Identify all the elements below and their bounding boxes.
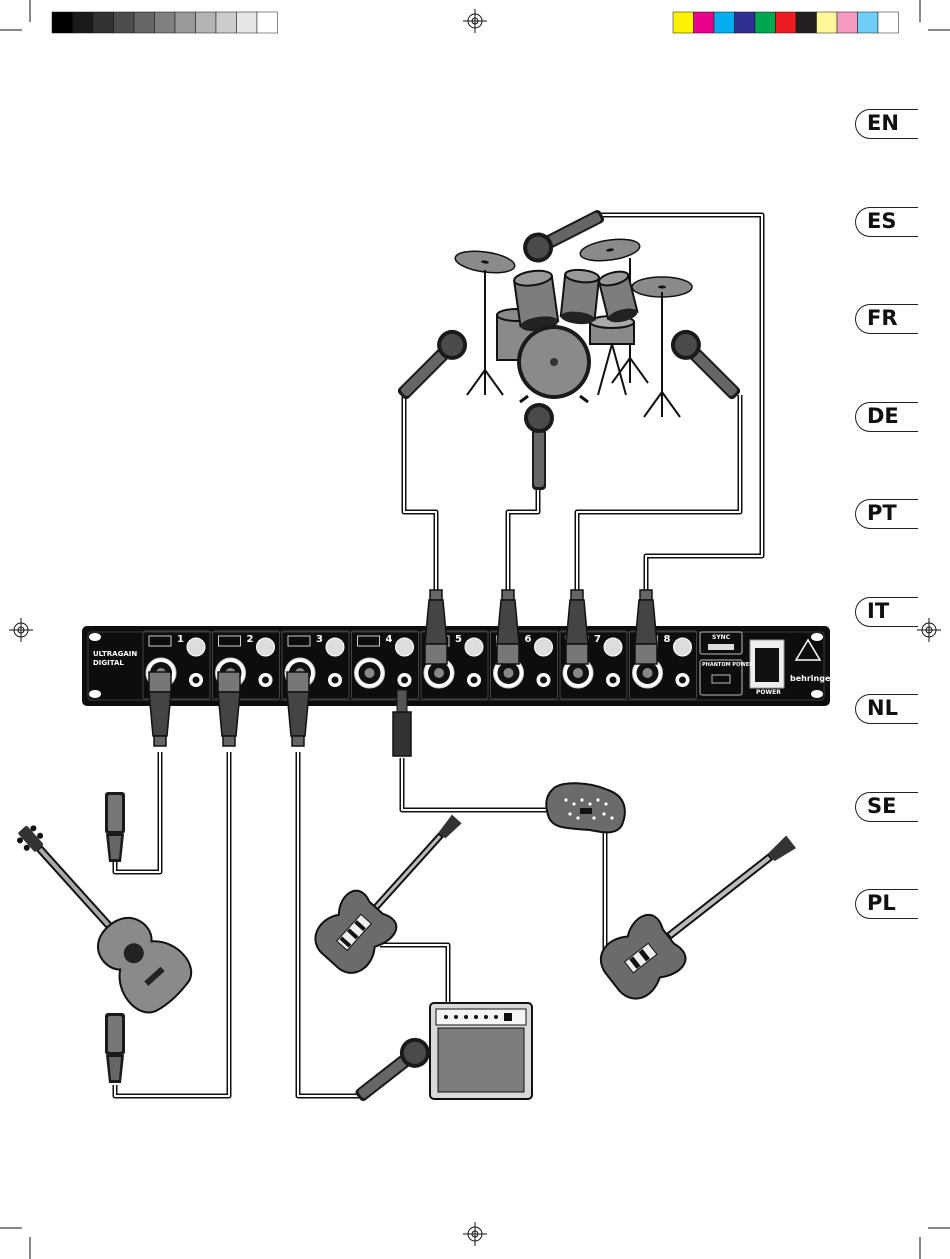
color-swatch (694, 12, 715, 33)
gray-swatch (93, 12, 114, 33)
effects-processor (546, 783, 624, 832)
gray-swatch (196, 12, 217, 33)
vocal-mic (349, 1032, 436, 1109)
channel-number-4: 4 (386, 634, 393, 645)
sync-label: SYNC (712, 634, 730, 641)
language-tab-it[interactable]: IT (855, 597, 918, 627)
language-tab-se[interactable]: SE (855, 792, 918, 822)
xlr-plug-ch2 (218, 672, 240, 746)
guitar-amplifier (430, 1003, 532, 1099)
color-swatch (837, 12, 858, 33)
gray-swatch (52, 12, 73, 33)
device-name-line1: ULTRAGAIN (93, 650, 137, 658)
color-swatch (878, 12, 899, 33)
channel-number-2: 2 (247, 634, 254, 645)
color-swatch (755, 12, 776, 33)
channel-number-5: 5 (455, 634, 462, 645)
language-tab-nl[interactable]: NL (855, 694, 918, 724)
drum-overhead-mic-left (391, 324, 474, 407)
drum-kit (454, 236, 692, 417)
gray-swatch (155, 12, 176, 33)
condenser-mic-acoustic-guitar (105, 792, 125, 862)
device-name-line2: DIGITAL (93, 659, 124, 667)
xlr-plug-ch5 (425, 590, 447, 664)
power-label: POWER (756, 689, 781, 696)
xlr-plug-ch8 (635, 590, 657, 664)
language-tab-de[interactable]: DE (855, 402, 918, 432)
color-swatch (776, 12, 797, 33)
channel-number-3: 3 (316, 634, 323, 645)
drum-overhead-mic-right (665, 324, 748, 407)
xlr-plug-ch6 (497, 590, 519, 664)
gray-swatch (175, 12, 196, 33)
channel-number-1: 1 (177, 634, 184, 645)
color-swatch (796, 12, 817, 33)
bass-guitar (592, 815, 811, 1006)
gray-swatch (134, 12, 155, 33)
color-swatch (817, 12, 838, 33)
xlr-plug-ch7 (566, 590, 588, 664)
gray-swatch (216, 12, 237, 33)
language-tab-pt[interactable]: PT (855, 499, 918, 529)
color-swatch (858, 12, 879, 33)
gray-swatch (114, 12, 135, 33)
gray-swatch (73, 12, 94, 33)
color-swatch (735, 12, 756, 33)
channel-number-7: 7 (594, 634, 601, 645)
xlr-plug-ch1 (149, 672, 171, 746)
registration-mark-bottom (463, 1222, 487, 1246)
electric-guitar (307, 798, 480, 981)
acoustic-guitar (0, 805, 201, 1022)
channel-number-6: 6 (525, 634, 532, 645)
registration-mark-right (917, 618, 941, 642)
gray-swatch (237, 12, 258, 33)
registration-mark-left (9, 618, 33, 642)
language-tab-pl[interactable]: PL (855, 889, 918, 919)
registration-mark-top (463, 9, 487, 33)
phantom-power-label: PHANTOM POWER (702, 662, 753, 668)
xlr-plug-ch3 (287, 672, 309, 746)
language-tab-es[interactable]: ES (855, 207, 918, 237)
condenser-mic-lower (105, 1013, 125, 1083)
color-swatch (673, 12, 694, 33)
language-tab-en[interactable]: EN (855, 109, 918, 139)
color-swatch (714, 12, 735, 33)
gray-calibration-bar (52, 12, 278, 33)
gray-swatch (257, 12, 278, 33)
brand-logo: behringer (790, 674, 834, 683)
kick-drum-mic (524, 403, 554, 490)
language-tab-fr[interactable]: FR (855, 304, 918, 334)
color-calibration-bar (673, 12, 899, 33)
channel-number-8: 8 (664, 634, 671, 645)
